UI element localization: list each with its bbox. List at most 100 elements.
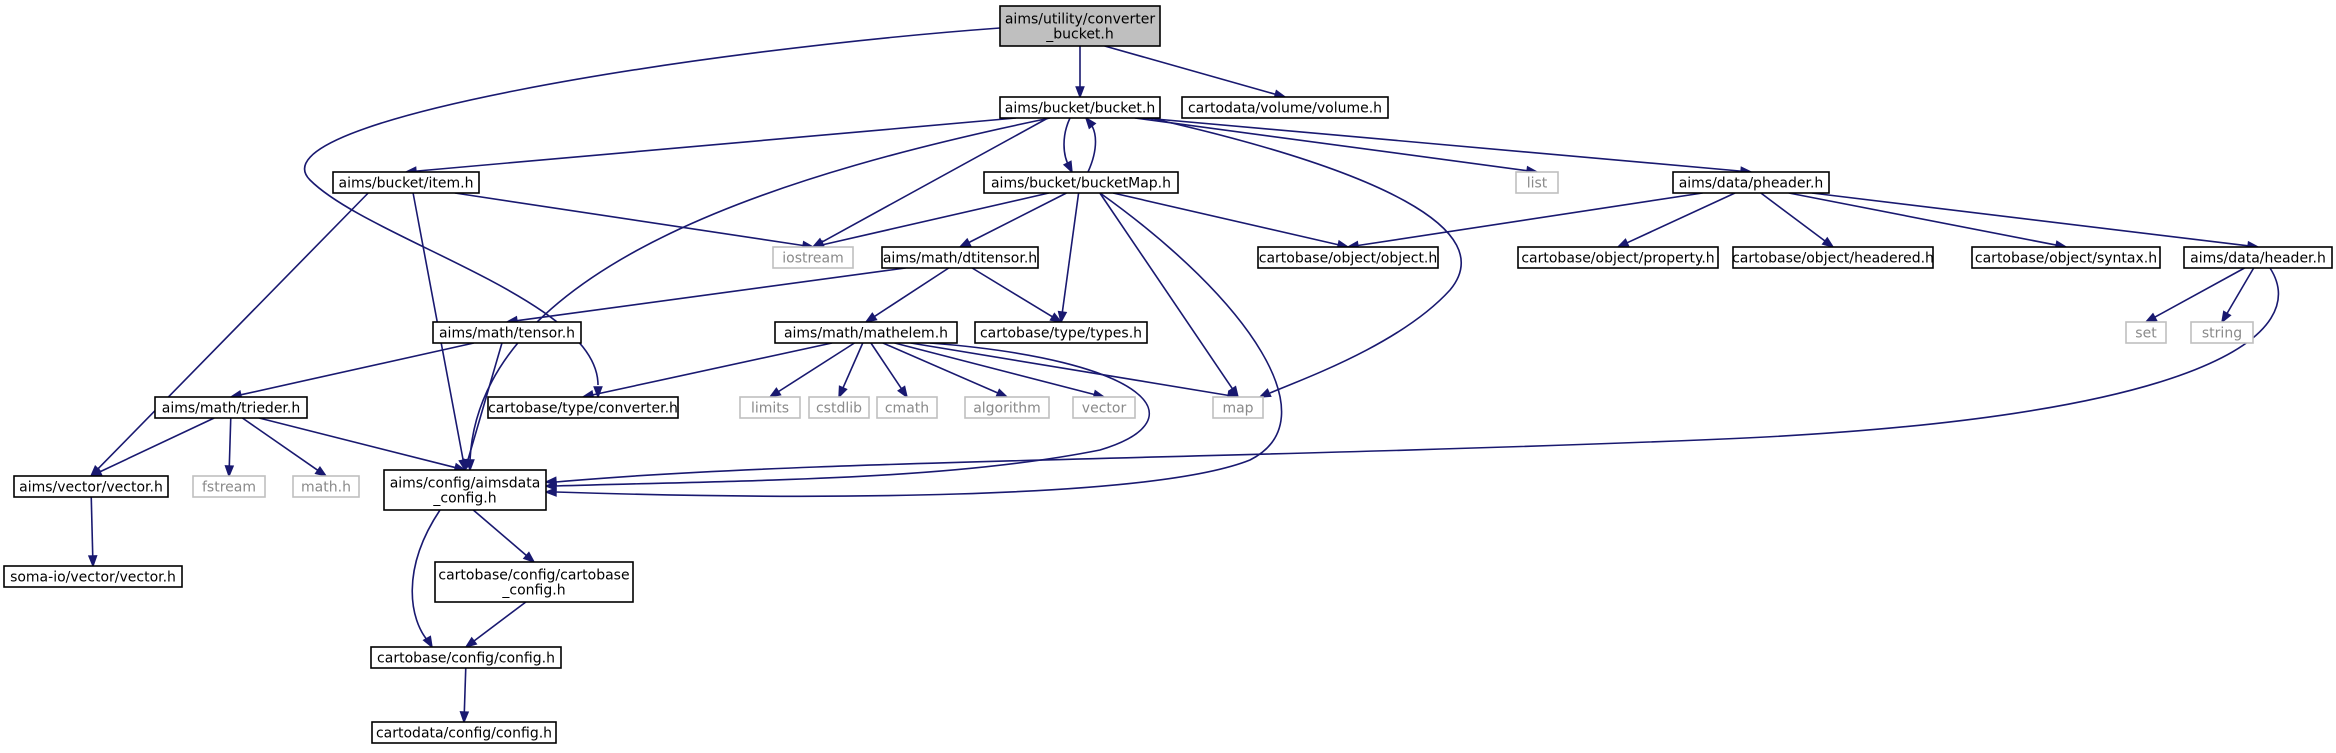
edge-line: [1099, 192, 1234, 390]
node-header: aims/data/header.h: [2183, 246, 2333, 269]
edge-arrowhead: [1821, 236, 1835, 249]
node-label: aims/data/header.h: [2190, 251, 2326, 267]
edge-line: [516, 267, 906, 322]
node-box: [370, 646, 562, 669]
node-box: [808, 396, 870, 419]
edge-aimsdata_config-to-cartobase_config: [472, 509, 536, 564]
edge-line: [454, 192, 804, 247]
edge-arrowhead: [87, 555, 98, 568]
edge-line: [469, 117, 1051, 461]
edge-trieder-to-aims_vector: [89, 417, 215, 477]
edge-line: [467, 342, 503, 461]
edge-converter_bucket-to-converter: [303, 27, 1001, 399]
node-label: math.h: [301, 480, 351, 496]
node-mathelem: aims/math/mathelem.h: [774, 321, 958, 344]
node-set: set: [2125, 321, 2167, 344]
node-box: [487, 396, 679, 419]
node-label: iostream: [782, 251, 844, 267]
edge-line: [241, 417, 319, 471]
edge-line: [777, 342, 855, 393]
edge-arrowhead: [1062, 160, 1073, 174]
edge-line: [1811, 192, 2249, 247]
node-label: cartobase/object/property.h: [1521, 251, 1714, 267]
node-label: limits: [751, 401, 789, 417]
edge-bucketMap-to-types: [1057, 192, 1080, 324]
node-label: aims/math/dtitensor.h: [883, 251, 1037, 267]
edge-line: [463, 667, 467, 713]
node-property: cartobase/object/property.h: [1517, 246, 1719, 269]
edge-line: [2154, 267, 2245, 318]
node-box: [432, 321, 582, 344]
edge-arrowhead: [463, 458, 473, 472]
edge-arrowhead: [544, 481, 557, 491]
edge-mathelem-to-aimsdata_config: [544, 342, 1151, 491]
node-label: cartobase/object/syntax.h: [1975, 251, 2157, 267]
edge-line: [1104, 45, 1276, 96]
node-label: aims/bucket/bucket.h: [1005, 101, 1156, 117]
node-box: [13, 475, 169, 498]
edge-arrowhead: [224, 465, 235, 478]
edge-line: [870, 342, 903, 390]
node-box: [383, 469, 547, 511]
node-box: [999, 96, 1161, 119]
node-tensor: aims/math/tensor.h: [432, 321, 582, 344]
edge-header-to-aimsdata_config: [544, 267, 2280, 487]
node-box: [1257, 246, 1439, 269]
edge-pheader-to-syntax: [1788, 192, 2068, 250]
node-label: cartobase/config/cartobase: [438, 568, 629, 584]
node-volume: cartodata/volume/volume.h: [1181, 96, 1389, 119]
node-box: [974, 321, 1148, 344]
edge-bucketMap-to-aimsdata_config: [544, 192, 1283, 497]
edge-mathelem-to-map: [910, 342, 1240, 401]
edge-line: [971, 267, 1053, 318]
node-label: algorithm: [973, 401, 1041, 417]
node-box: [1732, 246, 1934, 269]
node-aims_vector: aims/vector/vector.h: [13, 475, 169, 498]
edge-aims_vector-to-soma_vector: [87, 496, 98, 568]
node-pheader: aims/data/pheader.h: [1672, 171, 1830, 194]
node-label: map: [1222, 401, 1253, 417]
edge-arrowhead: [2221, 310, 2232, 324]
node-box: [774, 321, 958, 344]
node-converter_bucket: aims/utility/converter_bucket.h: [999, 5, 1161, 47]
edge-mathelem-to-cmath: [870, 342, 909, 399]
edge-line: [968, 192, 1067, 244]
node-label: _bucket.h: [1045, 27, 1114, 43]
node-string: string: [2190, 321, 2254, 344]
edge-arrowhead: [464, 636, 478, 649]
node-math_h: math.h: [292, 475, 360, 498]
node-label: aims/math/trieder.h: [162, 401, 300, 417]
edge-bucketMap-to-object: [1112, 192, 1350, 250]
edge-arrowhead: [1057, 310, 1068, 324]
node-label: cartobase/type/converter.h: [488, 401, 678, 417]
node-label: cartodata/volume/volume.h: [1188, 101, 1382, 117]
node-dtitensor: aims/math/dtitensor.h: [881, 246, 1039, 269]
edge-header-to-set: [2144, 267, 2245, 323]
node-label: cartobase/config/config.h: [377, 651, 555, 667]
edge-line: [411, 509, 441, 642]
edge-arrowhead: [995, 388, 1009, 398]
node-box: [1212, 396, 1264, 419]
node-label: list: [1527, 176, 1548, 192]
edge-line: [240, 342, 475, 396]
node-cartodata_config: cartodata/config/config.h: [371, 721, 557, 744]
edge-line: [842, 342, 864, 389]
node-box: [2183, 246, 2333, 269]
node-box: [881, 246, 1039, 269]
node-vector: vector: [1072, 396, 1136, 419]
edge-arrowhead: [459, 711, 470, 724]
edge-line: [99, 417, 215, 473]
node-box: [772, 246, 854, 269]
edge-arrowhead: [958, 237, 972, 248]
node-box: [983, 171, 1179, 194]
edge-line: [415, 117, 1017, 172]
node-label: set: [2135, 326, 2157, 342]
node-box: [154, 396, 308, 419]
edge-tensor-to-aimsdata_config: [463, 342, 503, 472]
edge-aimsdata_config-to-config: [411, 509, 441, 649]
node-box: [1517, 246, 1719, 269]
edge-arrowhead: [1084, 116, 1097, 130]
edge-line: [90, 496, 94, 557]
node-label: soma-io/vector/vector.h: [10, 570, 176, 586]
edge-line: [821, 117, 1049, 243]
